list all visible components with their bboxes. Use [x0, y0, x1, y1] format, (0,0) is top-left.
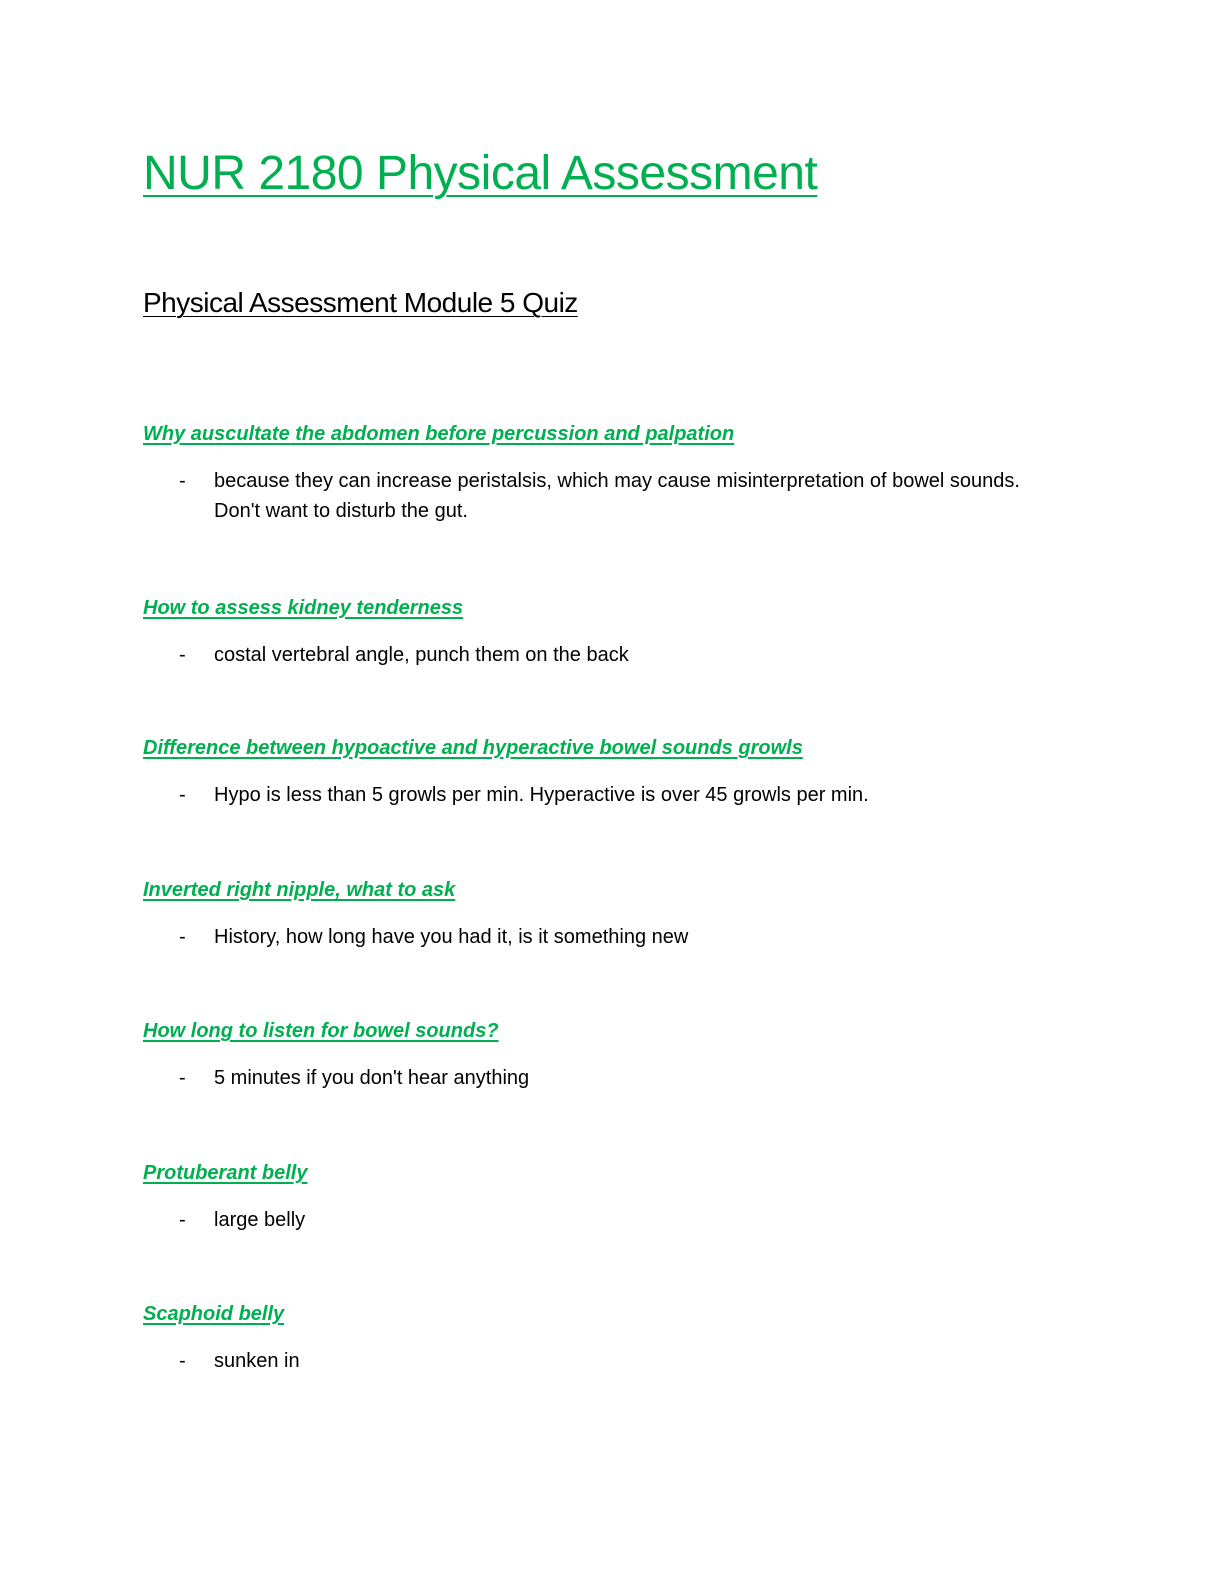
answer-text: History, how long have you had it, is it…	[214, 926, 689, 948]
qa-item: Scaphoid belly - sunken in	[143, 1303, 1043, 1376]
bullet-dash: -	[179, 1209, 186, 1231]
answer-text: Hypo is less than 5 growls per min. Hype…	[214, 784, 869, 806]
answer-bullet: - sunken in	[143, 1346, 1043, 1376]
question-heading: Scaphoid belly	[143, 1303, 285, 1325]
question-heading: Inverted right nipple, what to ask	[143, 879, 456, 901]
qa-item: Inverted right nipple, what to ask - His…	[143, 879, 1043, 952]
qa-item: Why auscultate the abdomen before percus…	[143, 423, 1043, 526]
answer-bullet: - Hypo is less than 5 growls per min. Hy…	[143, 780, 1043, 810]
question-heading: Why auscultate the abdomen before percus…	[143, 423, 735, 445]
answer-bullet: - because they can increase peristalsis,…	[143, 466, 1043, 526]
bullet-dash: -	[179, 784, 186, 806]
bullet-dash: -	[179, 926, 186, 948]
bullet-dash: -	[179, 1350, 186, 1372]
answer-bullet: - 5 minutes if you don't hear anything	[143, 1063, 1043, 1093]
qa-item: Protuberant belly - large belly	[143, 1162, 1043, 1235]
document-subtitle: Physical Assessment Module 5 Quiz	[143, 287, 578, 318]
qa-item: Difference between hypoactive and hypera…	[143, 737, 1043, 810]
qa-item: How to assess kidney tenderness - costal…	[143, 597, 1043, 670]
answer-text: large belly	[214, 1209, 306, 1231]
bullet-dash: -	[179, 470, 186, 492]
answer-text: costal vertebral angle, punch them on th…	[214, 644, 629, 666]
answer-bullet: - History, how long have you had it, is …	[143, 922, 1043, 952]
bullet-dash: -	[179, 1067, 186, 1089]
document-title: NUR 2180 Physical Assessment	[143, 147, 818, 200]
answer-text: 5 minutes if you don't hear anything	[214, 1067, 530, 1089]
answer-text: sunken in	[214, 1350, 300, 1372]
answer-bullet: - costal vertebral angle, punch them on …	[143, 640, 1043, 670]
question-heading: Protuberant belly	[143, 1162, 308, 1184]
question-heading: Difference between hypoactive and hypera…	[143, 737, 803, 759]
qa-item: How long to listen for bowel sounds? - 5…	[143, 1020, 1043, 1093]
answer-text: because they can increase peristalsis, w…	[214, 470, 1020, 522]
bullet-dash: -	[179, 644, 186, 666]
answer-bullet: - large belly	[143, 1205, 1043, 1235]
question-heading: How long to listen for bowel sounds?	[143, 1020, 499, 1042]
question-heading: How to assess kidney tenderness	[143, 597, 464, 619]
